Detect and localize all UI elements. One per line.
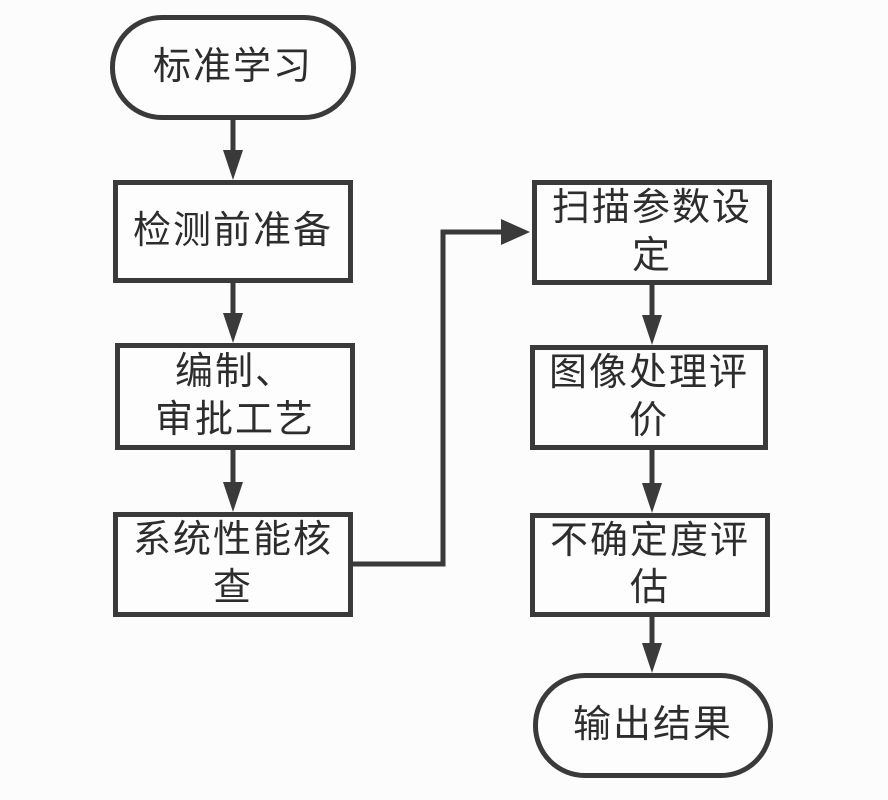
node-image-processing-evaluation: 图像处理评价 bbox=[530, 345, 768, 450]
arrow-compile-to-check bbox=[223, 448, 243, 512]
connector-check-to-scan bbox=[351, 219, 530, 567]
node-label: 标准学习 bbox=[152, 45, 313, 88]
node-label: 编制、 审批工艺 bbox=[154, 351, 315, 441]
node-output-result: 输出结果 bbox=[533, 673, 773, 778]
node-system-performance-check: 系统性能核查 bbox=[113, 512, 353, 617]
arrow-preparation-to-compile bbox=[223, 281, 243, 343]
arrow-standard-to-preparation bbox=[223, 116, 243, 180]
node-label: 图像处理评价 bbox=[548, 352, 749, 442]
node-label: 系统性能核查 bbox=[132, 519, 333, 609]
node-label: 检测前准备 bbox=[132, 209, 333, 252]
node-label: 扫描参数设定 bbox=[551, 187, 752, 277]
arrow-image-to-uncertainty bbox=[642, 448, 662, 513]
node-uncertainty-evaluation: 不确定度评估 bbox=[530, 513, 770, 617]
node-pre-detection-preparation: 检测前准备 bbox=[113, 180, 353, 283]
arrow-uncertainty-to-output bbox=[642, 615, 662, 673]
node-compile-approve-process: 编制、 审批工艺 bbox=[115, 343, 355, 450]
arrow-scan-to-image bbox=[642, 283, 662, 345]
node-standard-learning: 标准学习 bbox=[110, 15, 356, 120]
node-scan-parameter-setting: 扫描参数设定 bbox=[532, 180, 772, 285]
node-label: 不确定度评估 bbox=[549, 519, 750, 610]
node-label: 输出结果 bbox=[572, 703, 733, 746]
